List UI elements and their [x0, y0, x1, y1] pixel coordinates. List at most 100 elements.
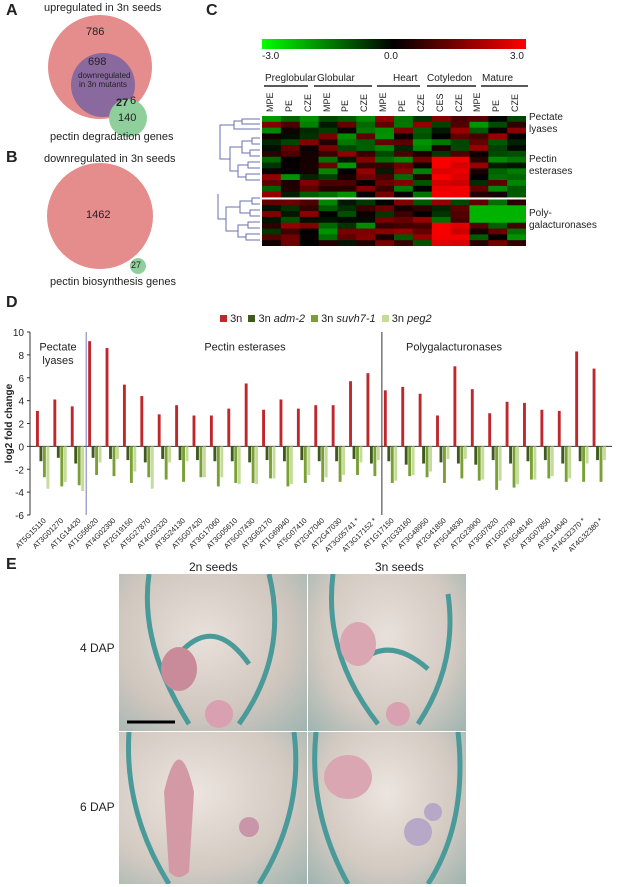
- bar-3n: [122, 384, 126, 447]
- heatmap-cell: [337, 121, 357, 129]
- heatmap-cell: [488, 211, 508, 218]
- heatmap-cell: [318, 168, 338, 175]
- bar-3n-peg2: [272, 446, 276, 479]
- heatmap-cell: [431, 162, 452, 169]
- heatmap-cell: [337, 222, 357, 230]
- heatmap-cell: [356, 168, 376, 175]
- bar-3n-suvh7-1: [321, 446, 325, 482]
- bar-3n: [505, 401, 509, 447]
- heatmap-cell: [507, 216, 526, 224]
- heatmap-cell: [394, 180, 414, 187]
- bar-3n-adm-2: [491, 446, 495, 461]
- heatmap-cell: [262, 234, 282, 241]
- legend-suvh7-swatch: [311, 315, 319, 322]
- heatmap-cell: [262, 211, 282, 218]
- bar-3n-adm-2: [335, 446, 339, 462]
- bar-3n-adm-2: [196, 446, 199, 461]
- heatmap-cell: [507, 133, 526, 140]
- heatmap-cell: [337, 240, 357, 246]
- bar-3n-peg2: [168, 446, 172, 463]
- legend-adm2-label: adm-2: [273, 313, 305, 325]
- heatmap-cell: [488, 168, 508, 175]
- panel-a-letter: A: [6, 2, 18, 19]
- heatmap-cell: [318, 139, 338, 146]
- heatmap-cell: [356, 133, 376, 140]
- bar-3n-peg2: [202, 446, 206, 478]
- heatmap-col-header: CZE: [359, 94, 370, 112]
- heatmap-cell: [299, 240, 320, 246]
- bar-3n: [314, 405, 318, 447]
- venn-b-pectin-circle: [130, 258, 146, 274]
- heatmap-cell: [356, 191, 376, 198]
- stage-underlines: [264, 85, 528, 87]
- bar-3n: [575, 351, 579, 447]
- bar-3n-peg2: [585, 446, 589, 464]
- heatmap-cell: [356, 139, 376, 146]
- bar-3n: [592, 368, 596, 447]
- heatmap-cell: [488, 222, 508, 230]
- heatmap-grid: [262, 116, 526, 246]
- heatmap-cell: [412, 180, 433, 187]
- heatmap-cell: [469, 185, 489, 193]
- micrograph-3n-4dap: [308, 574, 466, 731]
- heatmap-cell: [412, 133, 433, 140]
- bar-3n: [140, 396, 144, 447]
- heatmap-cell: [394, 211, 414, 218]
- bar-3n-suvh7-1: [408, 446, 412, 477]
- heatmap-cell: [337, 162, 357, 169]
- heatmap-cell: [280, 216, 301, 224]
- bar-3n-suvh7-1: [443, 446, 446, 483]
- micrograph-3n-6dap: [308, 732, 466, 884]
- heatmap-cell: [299, 199, 320, 206]
- heatmap-cell: [280, 234, 301, 241]
- heatmap-cell: [299, 211, 320, 218]
- venn-b-main-circle: [47, 163, 153, 269]
- heatmap-cell: [337, 150, 357, 158]
- bar-3n-adm-2: [422, 446, 426, 464]
- heatmap-cell: [318, 185, 338, 193]
- venn-a-inner-label: downregulated in 3n mutants: [78, 71, 131, 89]
- heatmap-cell: [412, 234, 433, 241]
- heatmap-cell: [450, 222, 470, 230]
- heatmap-cell: [280, 116, 301, 123]
- bar-3n-adm-2: [369, 446, 373, 464]
- heatmap-cell: [337, 234, 357, 241]
- heatmap-cell: [337, 133, 357, 140]
- bar-3n-peg2: [46, 446, 50, 489]
- heatmap-cell: [412, 211, 433, 218]
- venn-a-count-140: 140: [118, 112, 137, 124]
- heatmap-cell: [431, 174, 452, 181]
- heatmap-cell: [262, 191, 282, 198]
- heatmap-cell: [394, 150, 414, 158]
- bar-3n-peg2: [376, 446, 380, 461]
- heatmap-cell: [431, 127, 452, 134]
- heatmap-cell: [412, 174, 433, 181]
- heatmap-cell: [507, 162, 526, 169]
- bar-3n: [540, 409, 544, 447]
- heatmap-cell: [488, 121, 508, 129]
- heatmap-cell: [469, 222, 489, 230]
- heatmap-cell: [394, 216, 414, 224]
- heatmap-cell: [318, 234, 338, 241]
- bar-3n-adm-2: [213, 446, 217, 462]
- heatmap-cell: [450, 185, 470, 193]
- stage-preglobular: Preglobular: [265, 73, 317, 84]
- bar-3n: [279, 399, 283, 447]
- heatmap-cell: [507, 156, 526, 164]
- heatmap-cell: [280, 121, 301, 129]
- heatmap-cell: [356, 211, 376, 218]
- heatmap-cell: [412, 121, 433, 129]
- heatmap-cell: [337, 145, 357, 152]
- heatmap-cell: [375, 121, 395, 129]
- bar-3n-peg2: [185, 446, 189, 462]
- heatmap-cell: [469, 199, 489, 206]
- heatmap-cell: [507, 222, 526, 230]
- heatmap-cell: [394, 133, 414, 140]
- bar-3n-peg2: [533, 446, 537, 480]
- heatmap-cell: [469, 205, 489, 212]
- bar-3n-adm-2: [456, 446, 460, 464]
- bar-3n-suvh7-1: [460, 446, 464, 479]
- bar-3n-peg2: [289, 446, 293, 485]
- heatmap-cell: [356, 174, 376, 181]
- heatmap-cell: [488, 216, 508, 224]
